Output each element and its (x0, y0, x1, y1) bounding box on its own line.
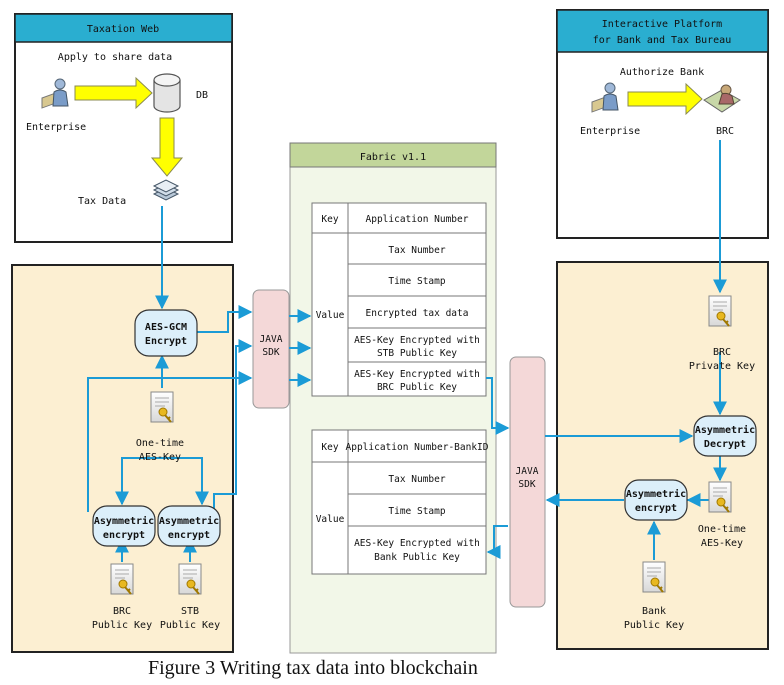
database-icon (153, 73, 181, 113)
table1-row-stb-line2: STB Public Key (377, 348, 457, 359)
fabric-title: Fabric v1.1 (360, 152, 426, 163)
table2-row-time-stamp: Time Stamp (388, 506, 445, 517)
apply-arrow (74, 76, 153, 110)
java-sdk-right: JAVA SDK (509, 356, 546, 608)
aes-gcm-line1: AES-GCM (145, 322, 187, 333)
bank-public-key-line1: Bank (642, 606, 666, 617)
stb-public-key-line2: Public Key (160, 620, 220, 631)
left-onetime-line2: AES-Key (139, 452, 181, 463)
asymmetric-encrypt-brc-node: Asymmetric encrypt (92, 505, 156, 547)
ledger-table-1 (311, 202, 487, 397)
java-sdk-left: JAVA SDK (252, 289, 290, 409)
apply-share-label: Apply to share data (58, 52, 172, 63)
table1-row-brc-line1: AES-Key Encrypted with (354, 369, 480, 380)
table1-key-label: Key (321, 214, 338, 225)
aes-gcm-line2: Encrypt (145, 336, 187, 347)
asym2-line2: encrypt (168, 530, 210, 541)
brc-private-key-line1: BRC (713, 347, 731, 358)
asymmetric-decrypt-node: Asymmetric Decrypt (693, 415, 757, 457)
asym-encrypt-line1: Asymmetric (626, 488, 686, 500)
data-stack-icon (152, 179, 180, 201)
tax-data-arrow (150, 117, 184, 177)
authorize-arrow (627, 82, 703, 116)
bank-public-key-line2: Public Key (624, 620, 684, 631)
table1-row-stb-line1: AES-Key Encrypted with (354, 335, 480, 346)
sdk-right-line1: JAVA (516, 466, 539, 477)
table2-value-label: Value (316, 514, 345, 525)
key-certificate-icon (150, 391, 174, 423)
asym-decrypt-line2: Decrypt (704, 439, 746, 450)
ledger-table-2 (311, 429, 487, 575)
sdk-left-line1: JAVA (260, 334, 283, 345)
key-certificate-icon (708, 481, 732, 513)
tax-data-label: Tax Data (78, 196, 126, 207)
brc-public-key-line1: BRC (113, 606, 131, 617)
brc-private-key-line2: Private Key (689, 361, 755, 372)
aes-gcm-encrypt-node: AES-GCM Encrypt (134, 309, 198, 357)
right-onetime-line1: One-time (698, 524, 746, 535)
asym1-line2: encrypt (103, 530, 145, 541)
key-certificate-icon (110, 563, 134, 595)
table2-key-value: Application Number-BankID (346, 442, 489, 453)
stb-public-key-line1: STB (181, 606, 199, 617)
taxation-web-title: Taxation Web (87, 24, 159, 35)
enterprise-label: Enterprise (26, 122, 86, 133)
table2-row-bank-line1: AES-Key Encrypted with (354, 538, 480, 549)
table2-row-bank-line2: Bank Public Key (374, 552, 460, 563)
key-certificate-icon (642, 561, 666, 593)
table1-row-time-stamp: Time Stamp (388, 276, 445, 287)
authorize-bank-label: Authorize Bank (620, 67, 704, 78)
table1-key-value: Application Number (366, 214, 469, 225)
bank-desk-icon (703, 84, 741, 113)
table1-value-label: Value (316, 310, 345, 321)
left-onetime-line1: One-time (136, 438, 184, 449)
key-certificate-icon (178, 563, 202, 595)
table1-row-tax-number: Tax Number (388, 245, 445, 256)
asymmetric-encrypt-bank-node: Asymmetric encrypt (624, 479, 688, 521)
table1-row-brc-line2: BRC Public Key (377, 382, 457, 393)
brc-label: BRC (716, 126, 734, 137)
asym1-line1: Asymmetric (94, 515, 154, 527)
table1-row-encrypted-data: Encrypted tax data (366, 308, 469, 319)
interactive-platform-panel: Interactive Platform for Bank and Tax Bu… (556, 9, 769, 239)
table2-row-tax-number: Tax Number (388, 474, 445, 485)
asym-encrypt-line2: encrypt (635, 503, 677, 514)
platform-title-line2: for Bank and Tax Bureau (593, 35, 731, 46)
table2-key-label: Key (321, 442, 338, 453)
asymmetric-encrypt-stb-node: Asymmetric encrypt (157, 505, 221, 547)
right-onetime-line2: AES-Key (701, 538, 743, 549)
figure-caption: Figure 3 Writing tax data into blockchai… (148, 657, 478, 679)
sdk-left-line2: SDK (262, 347, 279, 358)
db-label: DB (196, 90, 208, 101)
asym-decrypt-line1: Asymmetric (695, 424, 755, 436)
asym2-line1: Asymmetric (159, 515, 219, 527)
platform-title-line1: Interactive Platform (602, 19, 722, 30)
sdk-right-line2: SDK (518, 479, 535, 490)
key-certificate-icon (708, 295, 732, 327)
platform-enterprise-label: Enterprise (580, 126, 640, 137)
taxation-web-panel: Taxation Web Apply to share data Enterpr… (14, 13, 233, 243)
brc-public-key-line2: Public Key (92, 620, 152, 631)
